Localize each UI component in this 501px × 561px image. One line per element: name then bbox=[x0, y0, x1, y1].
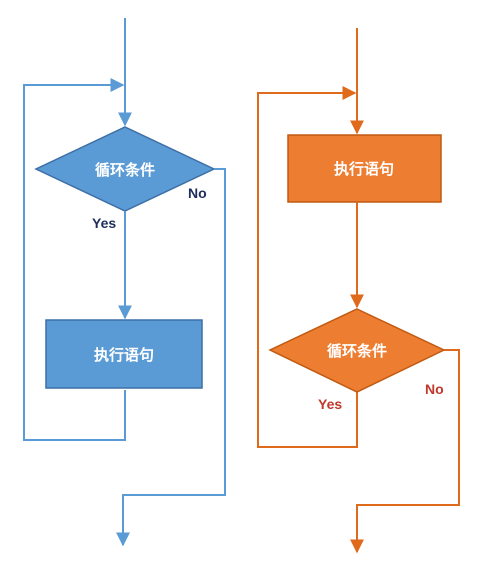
condition-diamond bbox=[268, 308, 446, 393]
yes-label: Yes bbox=[318, 396, 342, 412]
yes-label: Yes bbox=[92, 215, 116, 231]
no-branch-line bbox=[116, 168, 226, 547]
statement-label: 执行语句 bbox=[334, 160, 394, 178]
loop-back-line bbox=[257, 86, 358, 448]
statement-label: 执行语句 bbox=[94, 346, 154, 364]
no-branch-line bbox=[350, 349, 460, 554]
no-label: No bbox=[425, 381, 444, 397]
condition-label: 循环条件 bbox=[327, 342, 387, 360]
statement-box bbox=[45, 319, 203, 389]
statement-box bbox=[287, 134, 442, 203]
loop-back-line bbox=[23, 78, 126, 441]
do-while-loop-diagram: 执行语句 循环条件 Yes No bbox=[257, 28, 460, 554]
while-loop-diagram: 循环条件 Yes 执行语句 No bbox=[23, 18, 226, 547]
condition-label: 循环条件 bbox=[95, 161, 155, 179]
no-label: No bbox=[188, 185, 207, 201]
